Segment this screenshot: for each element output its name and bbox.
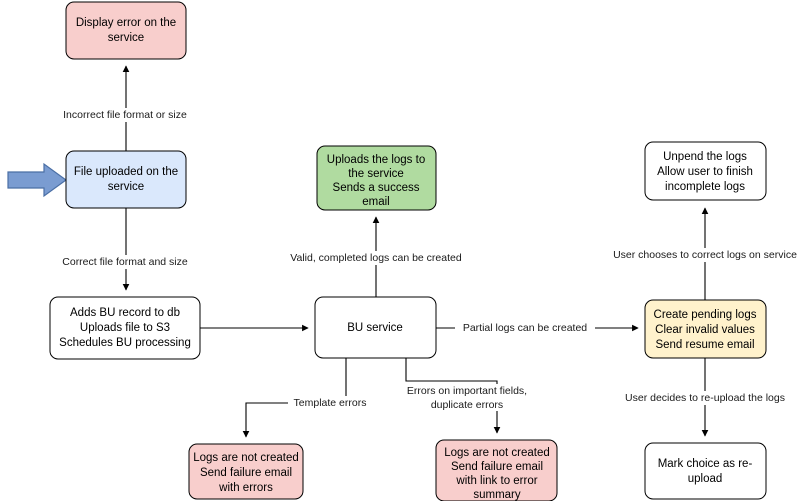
- edge-label-text: Partial logs can be created: [463, 322, 587, 334]
- node-label-line: incomplete logs: [665, 181, 745, 193]
- node-label-line: summary: [473, 489, 521, 501]
- edge-label-partial-logs: Partial logs can be created: [455, 321, 595, 335]
- node-shape: [65, 150, 187, 209]
- node-shape: [435, 439, 558, 501]
- node-bu-service[interactable]: BU service: [314, 296, 437, 359]
- node-label-line: the service: [348, 168, 404, 180]
- edge-label-user-reupload: User decides to re-upload the logs: [618, 391, 793, 405]
- node-shape: [49, 296, 201, 360]
- node-label-line: Sends a success: [333, 182, 420, 194]
- node-label-line: Logs are not created: [193, 452, 299, 464]
- node-shape: [314, 296, 437, 359]
- node-label-line: BU service: [347, 322, 403, 334]
- node-display-error[interactable]: Display error on the service: [65, 1, 187, 60]
- node-label-line: upload: [688, 473, 723, 485]
- edge-label-text: duplicate errors: [431, 399, 503, 411]
- node-label-line: Adds BU record to db: [70, 307, 180, 319]
- node-shape: [316, 145, 437, 211]
- node-create-pending-logs[interactable]: Create pending logs Clear invalid values…: [644, 299, 767, 359]
- edge-label-text: Template errors: [294, 397, 367, 409]
- node-shape: [65, 1, 187, 60]
- node-label-line: service: [108, 181, 144, 193]
- edge-label-text: Valid, completed logs can be created: [290, 252, 462, 264]
- edge-label-template-errors: Template errors: [288, 396, 373, 410]
- edge-label-errors-important-fields: Errors on important fields, duplicate er…: [393, 384, 541, 411]
- node-label-line: Send failure email: [200, 467, 292, 479]
- node-label-line: Send resume email: [655, 339, 754, 351]
- node-file-uploaded[interactable]: File uploaded on the service: [65, 150, 187, 209]
- node-shape: [644, 442, 767, 500]
- node-label-line: File uploaded on the: [74, 166, 178, 178]
- node-label-line: Uploads the logs to: [327, 154, 425, 166]
- node-label-line: Send failure email: [451, 461, 543, 473]
- node-label-line: Create pending logs: [654, 309, 757, 321]
- node-shape: [644, 141, 767, 201]
- node-logs-not-created-summary[interactable]: Logs are not created Send failure email …: [435, 439, 558, 501]
- node-label-line: email: [362, 196, 389, 208]
- node-label-line: Uploads file to S3: [80, 322, 170, 334]
- node-label-line: Display error on the: [76, 17, 176, 29]
- edge-label-user-corrects-logs: User chooses to correct logs on service: [604, 248, 801, 262]
- edge-label-text: User chooses to correct logs on service: [613, 249, 797, 261]
- node-label-line: with errors: [218, 482, 273, 494]
- node-logs-not-created-errors[interactable]: Logs are not created Send failure email …: [188, 443, 304, 500]
- node-shape: [644, 299, 767, 359]
- node-label-line: with link to error: [455, 475, 537, 487]
- edge-label-text: Incorrect file format or size: [63, 109, 187, 121]
- input-block-arrow: [7, 162, 68, 198]
- node-adds-bu-record[interactable]: Adds BU record to db Uploads file to S3 …: [49, 296, 201, 360]
- edge-label-correct-format: Correct file format and size: [57, 255, 193, 269]
- node-label-line: Mark choice as re-: [658, 458, 753, 470]
- node-label-line: Clear invalid values: [655, 324, 755, 336]
- node-label-line: Schedules BU processing: [59, 337, 191, 349]
- edge-label-valid-completed-logs: Valid, completed logs can be created: [281, 251, 471, 265]
- edge-label-text: Correct file format and size: [62, 256, 188, 268]
- node-label-line: Unpend the logs: [663, 151, 747, 163]
- node-label-line: Allow user to finish: [657, 166, 753, 178]
- edge-label-text: User decides to re-upload the logs: [625, 392, 785, 404]
- node-label-line: Logs are not created: [444, 447, 550, 459]
- node-label-line: service: [108, 32, 144, 44]
- node-unpend-logs[interactable]: Unpend the logs Allow user to finish inc…: [644, 141, 767, 201]
- node-mark-choice-reupload[interactable]: Mark choice as re- upload: [644, 442, 767, 500]
- node-uploads-logs[interactable]: Uploads the logs to the service Sends a …: [316, 145, 437, 211]
- edge-label-text: Errors on important fields,: [407, 385, 527, 397]
- edge-label-incorrect-format: Incorrect file format or size: [55, 108, 195, 122]
- node-shape: [188, 443, 304, 500]
